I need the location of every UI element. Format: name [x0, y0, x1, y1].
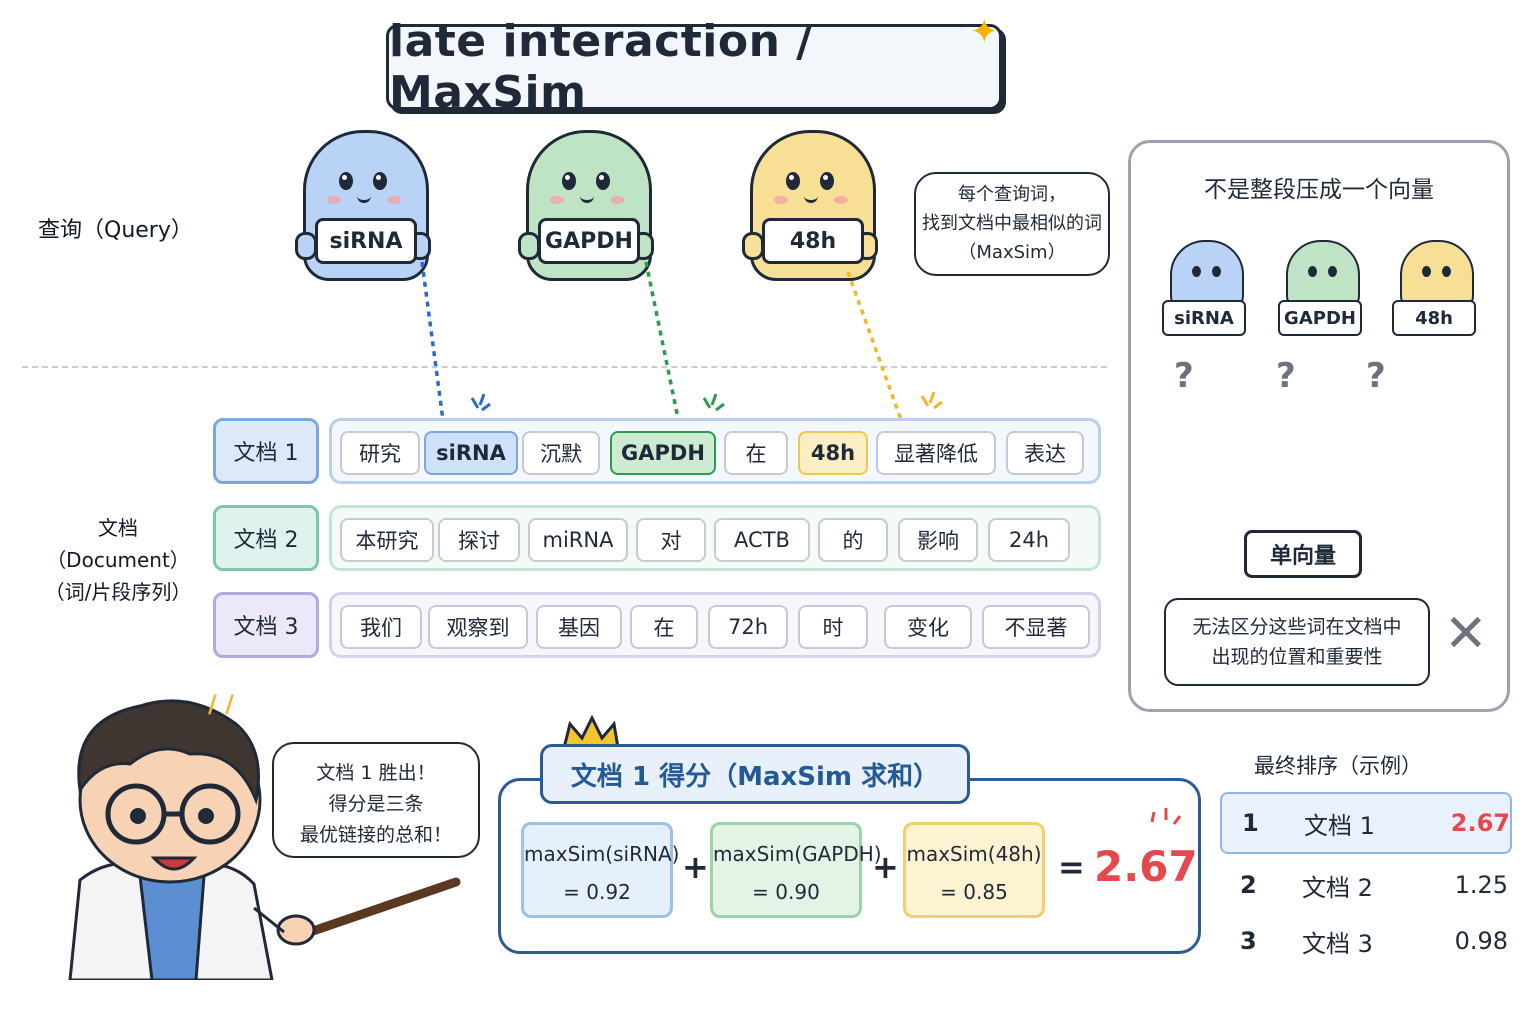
- ranking-title: 最终排序（示例）: [1254, 754, 1422, 778]
- spark-48h: [920, 391, 943, 410]
- divider-line: [22, 366, 1107, 368]
- single-vector-label: 单向量: [1244, 530, 1362, 578]
- doc-token: 本研究: [340, 518, 434, 562]
- scientist-speech-bubble: 文档 1 胜出！ 得分是三条 最优链接的总和！: [272, 742, 480, 858]
- doc-token: 在: [724, 431, 788, 475]
- doc-token: 的: [818, 518, 888, 562]
- panel-token-label: 48h: [1392, 300, 1476, 336]
- plus-sign: +: [682, 848, 709, 886]
- doc-token: 在: [630, 605, 698, 649]
- query-token-label: 48h: [762, 218, 864, 264]
- score-total: 2.67: [1094, 842, 1198, 891]
- doc-token: 我们: [340, 605, 422, 649]
- doc-token: 24h: [988, 518, 1070, 562]
- panel-token-label: GAPDH: [1278, 300, 1362, 336]
- doc-token: 对: [636, 518, 706, 562]
- ranking-row-2: 2 文档 2 1.25: [1240, 871, 1508, 902]
- doc-token-match-48h: 48h: [798, 431, 868, 475]
- score-term-sirna: maxSim(siRNA) = 0.92: [521, 822, 679, 918]
- query-label: 查询（Query）: [38, 218, 193, 243]
- doc-1-tokens: 研究 siRNA 沉默 GAPDH 在 48h 显著降低 表达: [329, 418, 1101, 484]
- question-mark-icon: ?: [1366, 356, 1386, 396]
- doc-token: 基因: [536, 605, 622, 649]
- doc-3-tokens: 我们 观察到 基因 在 72h 时 变化 不显著: [329, 592, 1101, 658]
- doc-token: 72h: [708, 605, 788, 649]
- link-48h: [846, 271, 906, 429]
- doc-3-label: 文档 3: [213, 592, 319, 658]
- question-mark-icon: ?: [1174, 356, 1194, 396]
- panel-token-gapdh: GAPDH: [1278, 240, 1362, 336]
- panel-title: 不是整段压成一个向量: [1204, 177, 1434, 203]
- exclaim-spark-icon: / /: [208, 690, 234, 718]
- panel-caption-bubble: 无法区分这些词在文档中 出现的位置和重要性: [1164, 598, 1430, 686]
- query-token-48h: 48h: [742, 130, 878, 281]
- panel-token-sirna: siRNA: [1162, 240, 1246, 336]
- doc-token: 不显著: [982, 605, 1090, 649]
- doc-token: 时: [798, 605, 868, 649]
- equals-sign: =: [1058, 848, 1085, 886]
- doc-2-label: 文档 2: [213, 505, 319, 571]
- pointer-stick: [305, 877, 461, 937]
- doc-token: 显著降低: [876, 431, 996, 475]
- doc-token: 影响: [898, 518, 978, 562]
- query-token-label: GAPDH: [538, 218, 640, 264]
- sparkle-icon: ✦: [970, 12, 999, 52]
- score-term-48h: maxSim(48h) = 0.85: [903, 822, 1045, 918]
- query-token-gapdh: GAPDH: [518, 130, 654, 281]
- doc-token: 观察到: [428, 605, 528, 649]
- ranking-row-3: 3 文档 3 0.98: [1240, 927, 1508, 958]
- spark-sirna: [470, 393, 491, 412]
- total-sparks: [1150, 808, 1182, 825]
- maxsim-speech-bubble: 每个查询词， 找到文档中最相似的词 （MaxSim）: [914, 172, 1110, 276]
- doc-token-match-gapdh: GAPDH: [610, 431, 716, 475]
- query-token-sirna: siRNA: [295, 130, 431, 281]
- spark-gapdh: [702, 393, 725, 412]
- question-mark-icon: ?: [1276, 356, 1296, 396]
- doc-2-tokens: 本研究 探讨 miRNA 对 ACTB 的 影响 24h: [329, 505, 1101, 571]
- doc-token-match-sirna: siRNA: [424, 431, 518, 475]
- scientist-illustration: [68, 699, 316, 980]
- query-token-label: siRNA: [315, 218, 417, 264]
- link-gapdh: [644, 261, 682, 429]
- doc-1-label: 文档 1: [213, 418, 319, 484]
- doc-token: 探讨: [438, 518, 520, 562]
- panel-token-48h: 48h: [1392, 240, 1476, 336]
- doc-token: ACTB: [714, 518, 810, 562]
- cross-icon: ✕: [1444, 604, 1488, 664]
- score-term-gapdh: maxSim(GAPDH) = 0.90: [710, 822, 882, 918]
- doc-token: 变化: [884, 605, 972, 649]
- panel-token-label: siRNA: [1162, 300, 1246, 336]
- doc-token: 研究: [340, 431, 420, 475]
- diagram-title: late interaction / MaxSim: [386, 16, 1002, 118]
- doc-token: miRNA: [528, 518, 628, 562]
- doc-token: 沉默: [522, 431, 600, 475]
- link-sirna: [420, 261, 446, 429]
- document-label: 文档（Document） （词/片段序列）: [44, 516, 192, 604]
- doc-token: 表达: [1006, 431, 1084, 475]
- score-header: 文档 1 得分（MaxSim 求和）: [540, 744, 970, 804]
- plus-sign: +: [872, 848, 899, 886]
- ranking-row-1: 1 文档 1 2.67: [1220, 792, 1512, 854]
